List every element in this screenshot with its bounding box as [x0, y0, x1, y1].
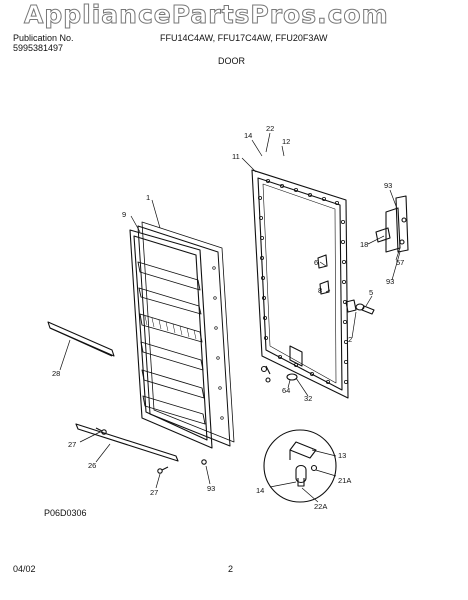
- screw-93-bottom: [201, 459, 207, 465]
- callout-12: 12: [282, 137, 291, 146]
- publication-label: Publication No.: [13, 33, 74, 43]
- screw-27-top: [95, 427, 103, 432]
- callout-22: 22: [266, 124, 275, 133]
- spacer-64: [286, 373, 298, 381]
- callout-32: 32: [304, 394, 313, 403]
- detail-bracket-13: [289, 441, 317, 459]
- bracket-57: [395, 195, 409, 253]
- callout-93-right: 93: [386, 277, 395, 286]
- callout-93-bottom: 93: [207, 484, 216, 493]
- figure-code: P06D0306: [44, 508, 87, 518]
- callout-8: 8: [318, 286, 323, 295]
- callout-27-bottom: 27: [150, 488, 159, 497]
- callout-1: 1: [146, 193, 151, 202]
- callout-18: 18: [360, 240, 369, 249]
- page-number: 2: [228, 564, 234, 574]
- callout-28: 28: [52, 369, 61, 378]
- detail-bushing: [295, 464, 307, 484]
- callout-64: 64: [282, 386, 291, 395]
- callout-21a: 21A: [338, 476, 352, 485]
- callout-14: 14: [244, 131, 253, 140]
- callout-57: 57: [396, 258, 405, 267]
- bottom-bar-26: [75, 423, 179, 462]
- outer-door-panel: [251, 169, 349, 399]
- model-numbers: FFU14C4AW, FFU17C4AW, FFU20F3AW: [160, 33, 328, 43]
- callout-13: 13: [338, 451, 347, 460]
- screw-27-bottom: [161, 466, 169, 471]
- callout-27-left: 27: [68, 440, 77, 449]
- callout-93-top: 93: [384, 181, 393, 190]
- footer-date: 04/02: [13, 564, 36, 574]
- section-title: DOOR: [218, 56, 245, 66]
- callout-6: 6: [314, 258, 319, 267]
- callout-14-detail: 14: [256, 486, 265, 495]
- callout-11: 11: [232, 152, 240, 161]
- callout-5: 5: [369, 288, 374, 297]
- publication-number: 5995381497: [13, 43, 64, 53]
- shelf-bar-28: [47, 321, 115, 357]
- callout-22a: 22A: [314, 502, 328, 511]
- callout-2: 2: [348, 335, 353, 344]
- inner-door-liner: [129, 221, 235, 449]
- callout-26: 26: [88, 461, 97, 470]
- detail-circle: [263, 429, 337, 503]
- callout-9: 9: [122, 210, 127, 219]
- watermark: AppliancePartsPros.com: [24, 0, 389, 30]
